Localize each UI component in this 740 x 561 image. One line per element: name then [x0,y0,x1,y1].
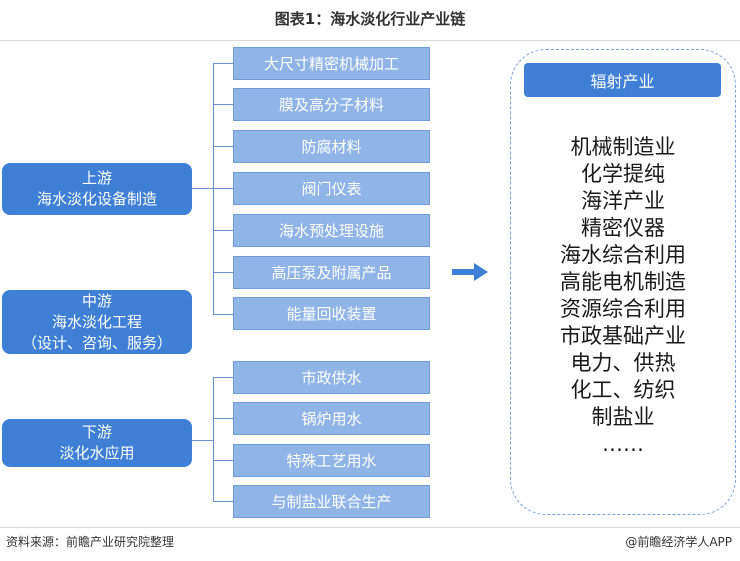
downstream-branch-connector [213,377,233,378]
brand-label: @前瞻经济学人APP [625,535,732,549]
upstream-item: 阀门仪表 [233,172,430,205]
downstream-item: 市政供水 [233,361,430,394]
stage-upstream-title: 上游 [81,169,112,187]
downstream-stem-connector [192,440,213,441]
stage-midstream-title: 中游 [81,291,112,310]
upstream-item: 防腐材料 [233,130,430,163]
stage-upstream: 上游 海水淡化设备制造 [2,163,192,215]
stage-upstream-subtitle: 海水淡化设备制造 [36,190,157,208]
radiation-item: 精密仪器 [581,216,665,240]
radiation-item: 高能电机制造 [560,270,686,294]
source-note: 资料来源：前瞻产业研究院整理 [6,535,175,549]
upstream-branch-connector [213,272,233,273]
downstream-branch-connector [213,501,233,502]
upstream-branch-connector [213,146,233,147]
stage-downstream-subtitle: 淡化水应用 [59,444,135,462]
title-divider [0,40,740,41]
upstream-branch-connector [213,188,233,189]
stage-downstream: 下游 淡化水应用 [2,419,192,467]
downstream-item: 与制盐业联合生产 [233,485,430,518]
upstream-item: 能量回收装置 [233,297,430,330]
radiation-list: 机械制造业 化学提纯 海洋产业 精密仪器 海水综合利用 高能电机制造 资源综合利… [510,134,736,458]
upstream-item: 大尺寸精密机械加工 [233,47,430,80]
upstream-item: 海水预处理设施 [233,214,430,247]
radiation-item: 制盐业 [591,405,655,429]
downstream-branch-connector [213,460,233,461]
footer-divider [0,527,740,528]
downstream-item: 锅炉用水 [233,402,430,435]
downstream-vertical-connector [213,377,214,501]
stage-midstream-note: （设计、咨询、服务） [21,333,172,352]
radiation-item: 电力、供热 [570,351,676,375]
arrow-right-icon [452,263,488,281]
upstream-branch-connector [213,314,233,315]
radiation-item: 市政基础产业 [560,324,686,348]
radiation-item: 海水综合利用 [560,243,686,267]
upstream-branch-connector [213,104,233,105]
radiation-item: 化学提纯 [581,162,665,186]
radiation-item: 化工、纺织 [570,378,676,402]
upstream-branch-connector [213,63,233,64]
downstream-branch-connector [213,418,233,419]
downstream-item: 特殊工艺用水 [233,444,430,477]
stage-downstream-title: 下游 [81,423,112,441]
upstream-stem-connector [192,188,213,189]
upstream-item: 膜及高分子材料 [233,88,430,121]
radiation-item: 海洋产业 [581,189,665,213]
stage-midstream: 中游 海水淡化工程 （设计、咨询、服务） [2,290,192,354]
upstream-item: 高压泵及附属产品 [233,256,430,289]
radiation-item: …… [602,432,644,456]
stage-midstream-subtitle: 海水淡化工程 [51,312,142,331]
chart-title: 图表1：海水淡化行业产业链 [274,10,466,28]
radiation-item: 资源综合利用 [560,297,686,321]
upstream-branch-connector [213,230,233,231]
radiation-panel [510,49,736,515]
radiation-item: 机械制造业 [570,135,676,159]
radiation-header: 辐射产业 [524,63,721,97]
